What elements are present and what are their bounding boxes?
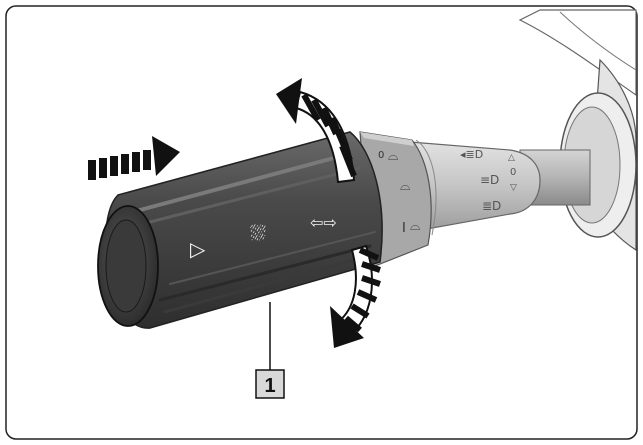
ring-one-mark: I — [402, 221, 406, 236]
wash-push-icon: ▷ — [190, 237, 206, 261]
callout-box — [255, 369, 285, 399]
push-arrow-icon — [88, 136, 180, 180]
washer-wiper-icon: ⛆ — [250, 221, 266, 245]
headlamp-flash-icon: ◂≣D — [460, 148, 483, 161]
wiper-lever-body[interactable]: ▷ ⛆ ⇦⇨ — [97, 131, 383, 329]
wiper-continuous-icon: ⌓ — [410, 219, 420, 234]
callout-label: 1 — [264, 375, 275, 397]
steering-column — [518, 9, 637, 252]
wiper-intermittent-icon: ⌓ — [400, 179, 410, 194]
high-beam-icon: ≣D — [482, 199, 501, 213]
collar-up-mark-icon: △ — [508, 153, 515, 163]
collar-down-mark-icon: ▽ — [510, 183, 517, 193]
direction-indicator-icon: ⇦⇨ — [310, 213, 337, 232]
ring-zero-mark: 0 — [378, 150, 384, 161]
rotate-up-arrow-icon — [276, 78, 357, 184]
wiper-off-icon: ⌓ — [388, 149, 398, 164]
low-beam-icon: ≡D — [480, 173, 499, 187]
collar-zero-mark: 0 — [510, 167, 516, 178]
light-switch-collar: ◂≣D ≡D ≣D △ 0 ▽ — [409, 139, 541, 236]
rotate-down-arrow-icon — [330, 244, 381, 348]
